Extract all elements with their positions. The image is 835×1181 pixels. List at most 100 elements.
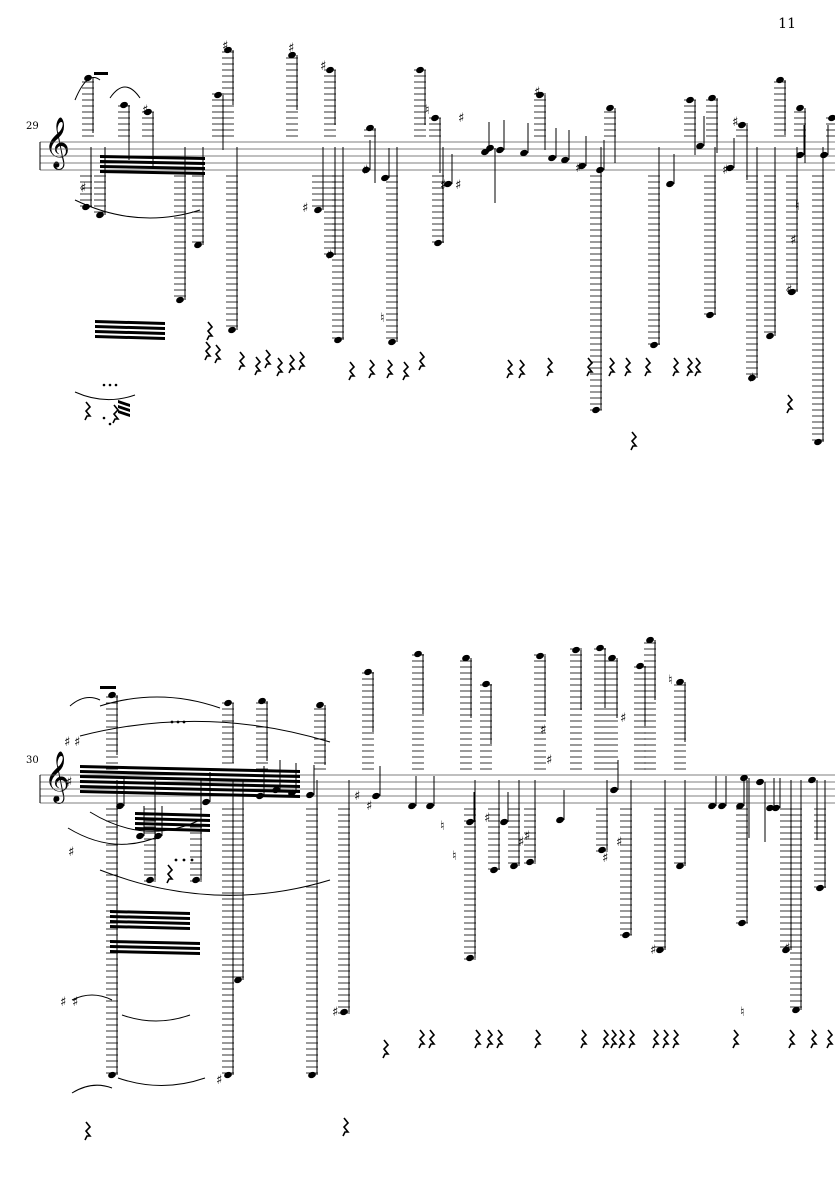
sys2-rest-17 xyxy=(810,1029,818,1049)
sys1-accidental-18: ♯ xyxy=(748,371,754,386)
sys1-accidental-20: ♯ xyxy=(80,181,86,196)
sys1-rest-14 xyxy=(546,357,554,377)
sys1-accidental-5: ♮ xyxy=(425,103,430,118)
sys2-rest-13 xyxy=(662,1029,670,1049)
sys1-rest-25 xyxy=(214,344,222,364)
sys1-lower-note-11-notehead xyxy=(650,341,658,349)
sys1-lower-note-2-notehead xyxy=(176,296,184,304)
sys2-slur-c xyxy=(69,697,101,707)
sys1-beam-top xyxy=(100,160,205,165)
sys2-rest-20 xyxy=(84,1121,92,1141)
sys2-beam-lower xyxy=(110,945,200,950)
sys1-upper-note-10-notehead xyxy=(486,144,494,152)
sys1-slur-c xyxy=(74,199,201,219)
sys1-lower-note-12-notehead xyxy=(706,311,714,319)
sys1-accidental-9: ♯ xyxy=(455,178,461,193)
sys1-upper-note-14-notehead xyxy=(708,94,716,102)
sys1-beam-tiny xyxy=(118,405,130,412)
sys1-rest-8 xyxy=(368,359,376,379)
sys2-accidental-20: ♯ xyxy=(216,1073,222,1088)
sys2-rest-1 xyxy=(418,1029,426,1049)
sys2-upper-note-9-notehead xyxy=(572,646,580,654)
sys2-staff-note-13 xyxy=(556,816,564,824)
sys1-lower-note-15-notehead xyxy=(788,288,796,296)
sys1-accidental-2: ♯ xyxy=(222,39,228,54)
sys1-rest-23 xyxy=(630,431,638,451)
dot-3 xyxy=(174,858,178,862)
sys1-accidental-7: ♯ xyxy=(362,163,368,178)
sys2-accidental-5: ♯ xyxy=(332,1005,338,1020)
sys2-accidental-17: ♮ xyxy=(668,673,673,688)
sys1-staff-note-7 xyxy=(561,156,569,164)
sys1-lower-note-5-notehead xyxy=(314,206,322,214)
sys2-rest-10 xyxy=(618,1029,626,1049)
sys2-upper-note-10-notehead xyxy=(596,644,604,652)
sys2-lower-note-9-notehead xyxy=(510,862,518,870)
sys2-accidental-19: ♯ xyxy=(784,941,790,956)
sys2-staff-note-9 xyxy=(408,802,416,810)
sys1-rest-24 xyxy=(204,341,212,361)
sys2-accidental-9: ♯ xyxy=(518,835,524,850)
sys2-accidental-11: ♯ xyxy=(540,723,546,738)
sys2-slur-a xyxy=(79,720,331,743)
sys2-accidental-10: ♯ xyxy=(524,829,530,844)
sys1-rest-13 xyxy=(518,359,526,379)
sys1-lower-note-4-notehead xyxy=(228,326,236,334)
sys2-upper-note-2-notehead xyxy=(258,697,266,705)
sys1-upper-note-16-notehead xyxy=(776,76,784,84)
sys1-rest-26 xyxy=(112,404,120,424)
dot-1 xyxy=(176,720,180,724)
sys1-rest-2 xyxy=(254,356,262,376)
sys1-accidental-8: ♯ xyxy=(440,178,446,193)
sys2-beam-low xyxy=(110,915,190,920)
measure-number-29: 29 xyxy=(26,121,39,132)
sys1-slur-b xyxy=(109,86,141,99)
sys2-accidental-14: ♯ xyxy=(602,851,608,866)
sys2-lower-note-8-notehead xyxy=(490,866,498,874)
sys1-rest-16 xyxy=(608,357,616,377)
sys2-slur-d xyxy=(67,827,161,845)
sys1-staff-note-8 xyxy=(578,162,586,170)
sys1-staff-note-12 xyxy=(726,164,734,172)
sys2-beam-low xyxy=(110,925,190,930)
sys1-staff-note-9 xyxy=(596,166,604,174)
sys2-upper-note-3-notehead xyxy=(316,701,324,709)
dot-2 xyxy=(182,720,186,724)
sys2-beam-main xyxy=(80,770,300,778)
sys1-beam-top xyxy=(100,155,205,160)
sys2-slur-g xyxy=(121,1014,191,1022)
sys1-upper-note-4-notehead xyxy=(224,46,232,54)
sys2-accidental-1: ♯ xyxy=(74,735,80,750)
sys2-rest-19 xyxy=(342,1117,350,1137)
sys2-beam-main xyxy=(80,790,300,798)
sys2-lower-note-6-notehead xyxy=(340,1008,348,1016)
sys2-beam-low xyxy=(110,910,190,915)
sys2-accidental-22: ♮ xyxy=(440,819,445,834)
sys2-lower-note-2-notehead xyxy=(192,876,200,884)
sys1-beam-low xyxy=(95,325,165,330)
sys2-accidental-21: ♮ xyxy=(452,849,457,864)
sys1-rest-3 xyxy=(264,349,272,369)
sys2-accidental-7: ♯ xyxy=(366,799,372,814)
sys2-accidental-18: ♮ xyxy=(740,1005,745,1020)
sys2-staff-note-11 xyxy=(466,818,474,826)
sys2-lower-note-18-notehead xyxy=(816,884,824,892)
sys2-upper-note-4-notehead xyxy=(364,668,372,676)
sys2-accidental-16: ♯ xyxy=(650,943,656,958)
sys1-beam-top xyxy=(100,170,205,175)
sys1-accidental-11: ♯ xyxy=(302,201,308,216)
sys1-accidental-12: ♯ xyxy=(326,248,332,263)
sys2-staff-note-0 xyxy=(116,802,124,810)
sys2-beam-lower xyxy=(110,950,200,955)
dot-4 xyxy=(182,858,186,862)
sys2-upper-note-14-notehead xyxy=(676,678,684,686)
sys2-upper-note-17-notehead xyxy=(808,776,816,784)
sys2-beam-main xyxy=(80,780,300,788)
sys1-rest-5 xyxy=(288,354,296,374)
sys2-rest-3 xyxy=(474,1029,482,1049)
sys1-lower-note-8-notehead xyxy=(388,338,396,346)
sys1-upper-note-7-notehead xyxy=(366,124,374,132)
sys2-upper-note-13-notehead xyxy=(646,636,654,644)
sys2-beam-mid xyxy=(135,812,210,817)
sys2-accidental-3: ♯ xyxy=(60,995,66,1010)
